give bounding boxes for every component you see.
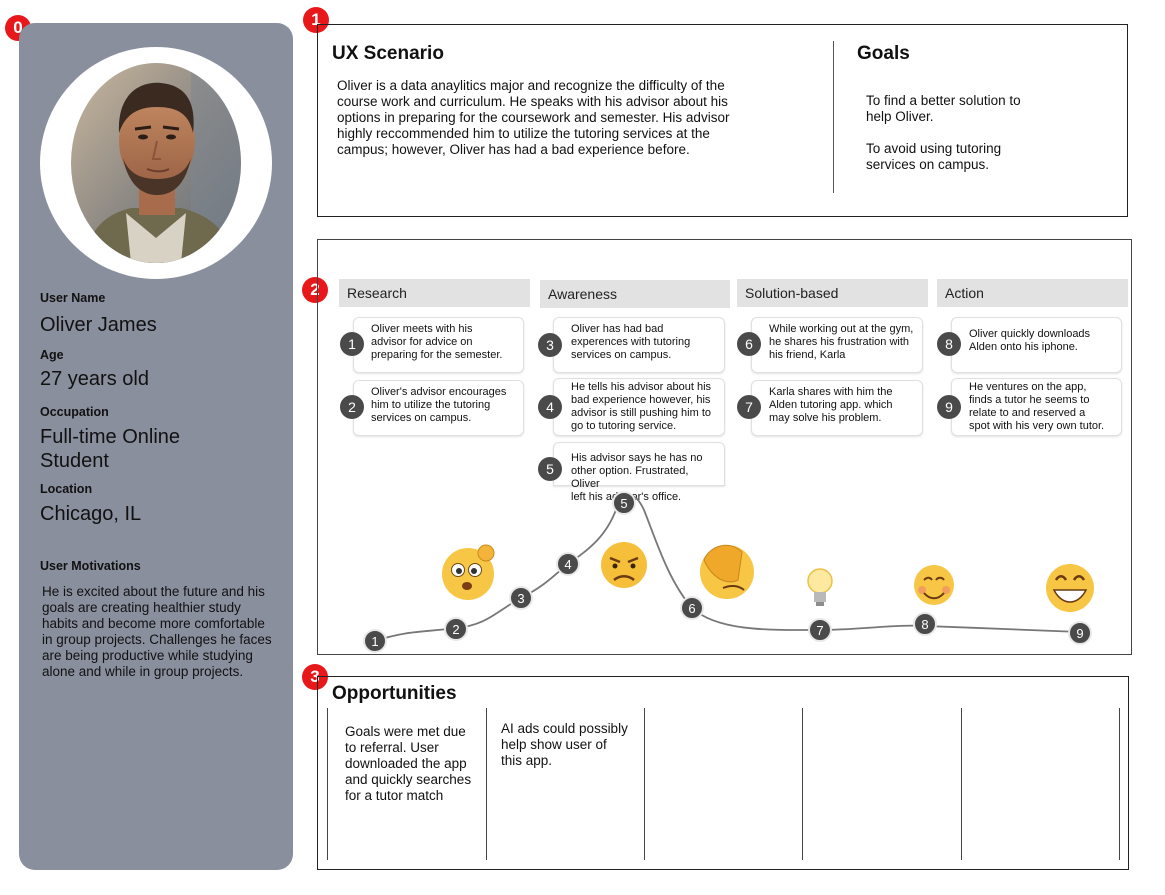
step-number-5: 5 (538, 457, 562, 481)
curve-label-9: 9 (1076, 626, 1083, 641)
curve-label-1: 1 (371, 634, 378, 649)
step-number-3: 3 (538, 333, 562, 357)
column-divider-1 (327, 708, 328, 860)
phase-action: Action (937, 279, 1128, 307)
opportunities-box: Opportunities Goals were met due to refe… (317, 676, 1129, 870)
curve-label-6: 6 (688, 601, 695, 616)
step-number-7: 7 (737, 395, 761, 419)
curve-point-3 (509, 586, 533, 610)
occupation-value-line2: Student (40, 450, 109, 472)
user-name-label: User Name (40, 291, 106, 305)
opportunities-title: Opportunities (332, 683, 457, 704)
ux-scenario-box: UX Scenario Oliver is a data anaylitics … (317, 24, 1128, 217)
location-value: Chicago, IL (40, 503, 142, 525)
phase-awareness: Awareness (540, 280, 730, 308)
journey-map-box: Research Awareness Solution-based Action… (317, 239, 1132, 655)
curve-point-6 (680, 596, 704, 620)
step-card-9: He ventures on the app,finds a tutor he … (951, 378, 1122, 436)
phase-solution-based: Solution-based (737, 279, 928, 307)
phase-research: Research (339, 279, 530, 307)
step-card-6: While working out at the gym,he shares h… (751, 317, 923, 373)
occupation-value-line1: Full-time Online (40, 426, 181, 448)
column-divider-6 (1119, 708, 1120, 860)
curve-label-4: 4 (564, 557, 571, 572)
section-badge-3: 3 (302, 664, 328, 690)
user-name: Oliver James (40, 314, 157, 336)
step-number-4: 4 (538, 395, 562, 419)
goal-2: To avoid using tutoring services on camp… (866, 141, 1002, 172)
curve-point-9 (1068, 621, 1092, 645)
goals-title: Goals (857, 43, 910, 64)
step-number-8: 8 (937, 332, 961, 356)
section-badge-1: 1 (303, 7, 329, 33)
column-divider-3 (644, 708, 645, 860)
lightbulb-icon (807, 568, 833, 606)
curve-point-7 (808, 618, 832, 642)
scenario-text: Oliver is a data anaylitics major and re… (337, 78, 730, 157)
column-divider-2 (486, 708, 487, 860)
confused-face-icon (442, 544, 495, 600)
curve-point-2 (444, 617, 468, 641)
avatar-frame (40, 47, 272, 279)
emotion-curve: 1 2 3 4 5 6 7 8 9 (363, 491, 1094, 653)
step-number-9: 9 (937, 395, 961, 419)
column-divider-5 (961, 708, 962, 860)
avatar-photo (71, 63, 241, 263)
opportunity-1: Goals were met due to referral. User dow… (345, 724, 472, 803)
persona-panel: User Name Oliver James Age 27 years old … (19, 23, 293, 870)
motivations-label: User Motivations (40, 559, 141, 573)
curve-point-8 (913, 612, 937, 636)
goal-1: To find a better solution to help Oliver… (866, 93, 1021, 124)
avatar (71, 63, 241, 263)
curve-label-3: 3 (517, 591, 524, 606)
curve-point-4 (556, 552, 580, 576)
age-label: Age (40, 348, 64, 362)
opportunity-2: AI ads could possibly help show user of … (501, 721, 628, 768)
scenario-title: UX Scenario (332, 43, 444, 64)
occupation-label: Occupation (40, 405, 109, 419)
curve-label-5: 5 (620, 496, 627, 511)
motivations-text: He is excited about the future and his g… (42, 584, 272, 679)
curve-label-8: 8 (921, 617, 928, 632)
smiling-face-icon (914, 565, 954, 605)
location-label: Location (40, 482, 93, 496)
facepalm-face-icon (700, 544, 754, 599)
angry-face-icon (601, 542, 647, 588)
step-number-2: 2 (340, 395, 364, 419)
age-value: 27 years old (40, 368, 149, 390)
curve-point-5 (612, 491, 636, 515)
step-number-1: 1 (340, 332, 364, 356)
grinning-face-icon (1046, 564, 1094, 612)
curve-label-2: 2 (452, 622, 459, 637)
curve-point-1 (363, 629, 387, 653)
section-badge-2: 2 (302, 277, 328, 303)
column-divider-4 (802, 708, 803, 860)
step-number-6: 6 (737, 332, 761, 356)
scenario-divider (833, 41, 834, 193)
curve-label-7: 7 (816, 623, 823, 638)
